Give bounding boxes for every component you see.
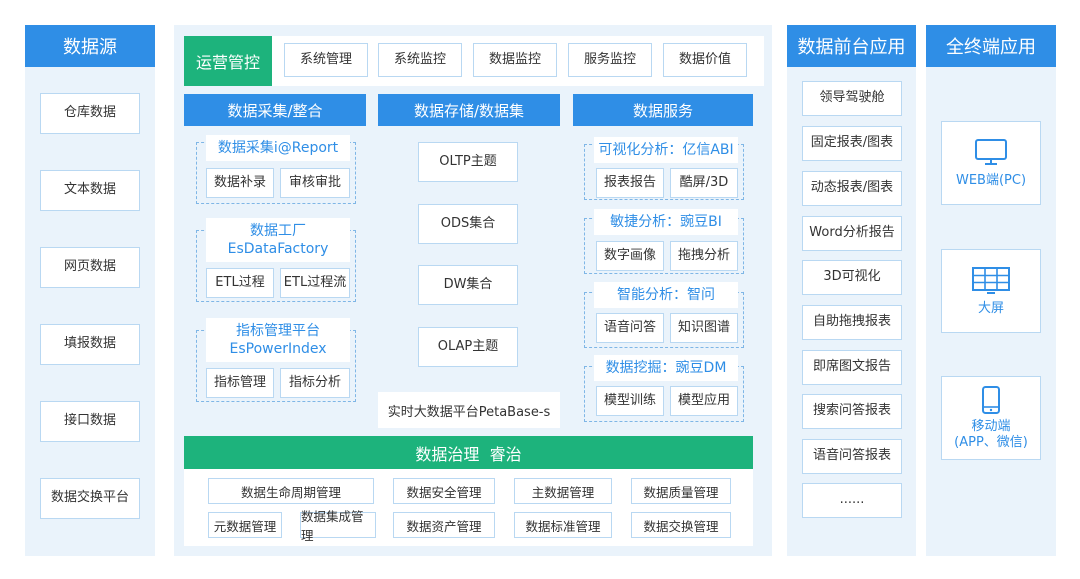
terminal-card-mobile[interactable]: 移动端 (APP、微信) (941, 376, 1041, 460)
storage-item[interactable]: DW集合 (418, 265, 518, 305)
frontend-item[interactable]: 即席图文报告 (802, 350, 902, 385)
collect-group-title-line1: 数据工厂 (250, 222, 306, 239)
storage-item[interactable]: OLAP主题 (418, 327, 518, 367)
frontend-item[interactable]: ...... (802, 483, 902, 518)
frontend-item[interactable]: 动态报表/图表 (802, 171, 902, 206)
terminal-card-screen[interactable]: 大屏 (941, 249, 1041, 333)
terminal-header: 全终端应用 (926, 25, 1056, 67)
monitor-icon (975, 138, 1007, 165)
governance-item[interactable]: 数据交换管理 (631, 512, 731, 538)
frontend-item[interactable]: 语音问答报表 (802, 439, 902, 474)
service-item[interactable]: 拖拽分析 (670, 241, 738, 271)
service-header: 数据服务 (573, 94, 753, 126)
phone-icon (982, 385, 1000, 414)
collect-group-title-line1: 指标管理平台 (236, 322, 320, 339)
collect-group-title-line2: EsPowerIndex (229, 341, 327, 357)
service-item[interactable]: 知识图谱 (670, 313, 738, 343)
ops-item[interactable]: 服务监控 (568, 43, 652, 77)
source-item[interactable]: 数据交换平台 (40, 478, 140, 519)
frontend-item[interactable]: Word分析报告 (802, 216, 902, 251)
service-item[interactable]: 酷屏/3D (670, 168, 738, 198)
collect-item[interactable]: ETL过程 (206, 268, 274, 298)
collect-group-title: 指标管理平台 EsPowerIndex (206, 318, 350, 362)
governance-item[interactable]: 主数据管理 (514, 478, 612, 504)
frontend-item[interactable]: 领导驾驶舱 (802, 81, 902, 116)
governance-item[interactable]: 数据质量管理 (631, 478, 731, 504)
grid-screen-icon (972, 266, 1010, 294)
service-item[interactable]: 报表报告 (596, 168, 664, 198)
collect-item[interactable]: ETL过程流 (280, 268, 350, 298)
terminal-card-label: 移动端 (971, 418, 1011, 434)
collect-header: 数据采集/整合 (184, 94, 366, 126)
collect-group-title: 数据采集i@Report (206, 135, 350, 161)
terminal-card-sublabel: (APP、微信) (954, 435, 1028, 450)
frontend-header: 数据前台应用 (787, 25, 916, 67)
ops-item[interactable]: 系统监控 (378, 43, 462, 77)
collect-item[interactable]: 指标管理 (206, 368, 274, 398)
service-group-title: 敏捷分析：豌豆BI (594, 209, 738, 235)
governance-item[interactable]: 数据集成管理 (300, 509, 376, 543)
storage-item[interactable]: ODS集合 (418, 204, 518, 244)
source-item[interactable]: 接口数据 (40, 401, 140, 442)
governance-item[interactable]: 数据生命周期管理 (208, 478, 374, 504)
service-group-title: 可视化分析：亿信ABI (594, 137, 738, 163)
service-item[interactable]: 语音问答 (596, 313, 664, 343)
storage-footer: 实时大数据平台PetaBase-s (378, 392, 560, 428)
storage-header: 数据存储/数据集 (378, 94, 560, 126)
collect-item[interactable]: 指标分析 (280, 368, 350, 398)
source-item[interactable]: 文本数据 (40, 170, 140, 211)
service-group-title: 智能分析：智问 (594, 282, 738, 308)
frontend-item[interactable]: 固定报表/图表 (802, 126, 902, 161)
service-item[interactable]: 数字画像 (596, 241, 664, 271)
storage-item[interactable]: OLTP主题 (418, 142, 518, 182)
source-item[interactable]: 仓库数据 (40, 93, 140, 134)
governance-header: 数据治理 睿治 (184, 436, 753, 469)
ops-item[interactable]: 数据监控 (473, 43, 557, 77)
ops-item[interactable]: 数据价值 (663, 43, 747, 77)
service-item[interactable]: 模型训练 (596, 386, 664, 416)
source-item[interactable]: 网页数据 (40, 247, 140, 288)
collect-item[interactable]: 审核审批 (280, 168, 350, 198)
source-item[interactable]: 填报数据 (40, 324, 140, 365)
ops-label: 运营管控 (184, 36, 272, 86)
frontend-item[interactable]: 搜索问答报表 (802, 394, 902, 429)
collect-item[interactable]: 数据补录 (206, 168, 274, 198)
governance-item[interactable]: 数据标准管理 (514, 512, 612, 538)
frontend-item[interactable]: 自助拖拽报表 (802, 305, 902, 340)
data-source-header: 数据源 (25, 25, 155, 67)
governance-item[interactable]: 数据安全管理 (393, 478, 495, 504)
collect-group-title: 数据工厂 EsDataFactory (206, 218, 350, 262)
ops-item[interactable]: 系统管理 (284, 43, 368, 77)
terminal-card-web[interactable]: WEB端(PC) (941, 121, 1041, 205)
service-group-title: 数据挖掘：豌豆DM (594, 355, 738, 381)
frontend-item[interactable]: 3D可视化 (802, 260, 902, 295)
governance-item[interactable]: 数据资产管理 (393, 512, 495, 538)
service-item[interactable]: 模型应用 (670, 386, 738, 416)
terminal-card-label: WEB端(PC) (955, 172, 1027, 188)
governance-item[interactable]: 元数据管理 (208, 512, 282, 538)
terminal-card-label: 大屏 (977, 300, 1004, 316)
collect-group-title-line2: EsDataFactory (227, 241, 329, 257)
